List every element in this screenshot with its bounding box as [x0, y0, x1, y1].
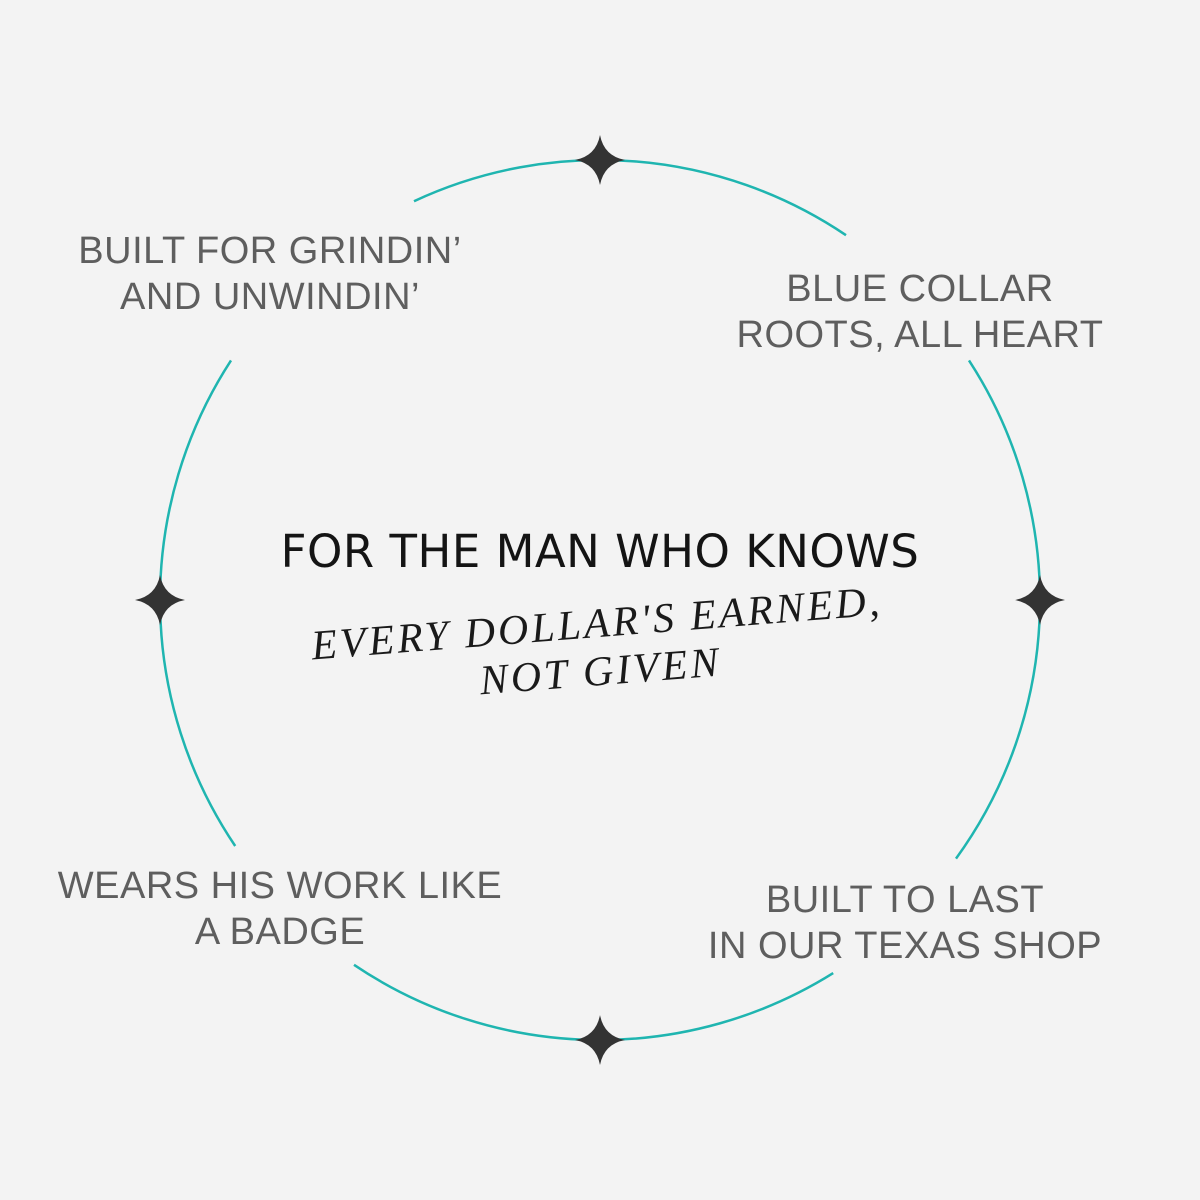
- label-top-right-line-1: BLUE COLLAR: [786, 268, 1054, 310]
- center-headline: FOR THE MAN WHO KNOWS: [280, 525, 920, 578]
- four-point-star-icon: [575, 135, 625, 185]
- label-bottom-right-line-1: BUILT TO LAST: [765, 879, 1045, 921]
- four-point-star-icon: [1015, 575, 1065, 625]
- ring-arc: [353, 963, 834, 1042]
- four-point-star-icon: [135, 575, 185, 625]
- ring-stars: [135, 135, 1065, 1065]
- label-bottom-left-line-2: A BADGE: [194, 911, 366, 953]
- label-top-right: BLUE COLLAR ROOTS, ALL HEART: [700, 266, 1140, 358]
- label-bottom-left: WEARS HIS WORK LIKE A BADGE: [30, 863, 530, 955]
- four-point-star-icon: [575, 1015, 625, 1065]
- label-top-left: BUILT FOR GRINDIN’ AND UNWINDIN’: [50, 228, 490, 320]
- label-bottom-right: BUILT TO LAST IN OUR TEXAS SHOP: [680, 877, 1130, 969]
- label-top-left-line-1: BUILT FOR GRINDIN’: [78, 230, 462, 272]
- label-bottom-right-line-2: IN OUR TEXAS SHOP: [707, 925, 1103, 967]
- label-top-right-line-2: ROOTS, ALL HEART: [736, 314, 1104, 356]
- label-bottom-left-line-1: WEARS HIS WORK LIKE: [57, 865, 503, 907]
- ring-arc: [413, 158, 847, 237]
- label-top-left-line-2: AND UNWINDIN’: [120, 276, 420, 318]
